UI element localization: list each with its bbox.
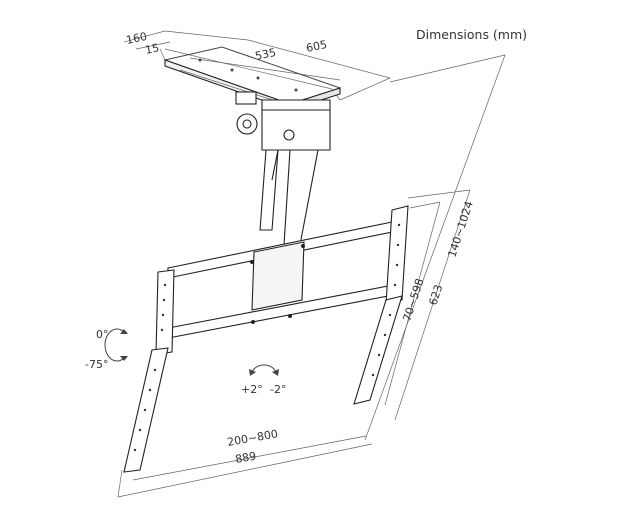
tv-bracket [123, 205, 409, 473]
label-bracket-width: 889 [234, 450, 257, 466]
label-plate-inner: 535 [254, 46, 277, 63]
ceiling-plate-dimensions [123, 30, 391, 101]
label-level-left: +2° [241, 383, 263, 396]
label-vesa-horizontal: 200~800 [226, 427, 279, 449]
height-dimensions [364, 54, 506, 441]
label-plate-offset: 15 [144, 41, 160, 57]
motor-housing [235, 91, 331, 151]
telescopic-column [259, 149, 319, 246]
tilt-rotation-arrow-icon [104, 328, 128, 362]
width-dimensions [117, 435, 373, 498]
label-plate-depth: 160 [125, 30, 148, 47]
label-level-right: -2° [270, 383, 286, 396]
label-tilt-bottom: -75° [85, 358, 108, 371]
label-vesa-vertical: 70~598 [400, 277, 426, 323]
diagram-title: Dimensions (mm) [416, 27, 527, 42]
level-rotation-arrow-icon [249, 364, 279, 376]
label-tilt-top: 0° [96, 328, 109, 341]
label-height-range: 140~1024 [445, 200, 475, 259]
label-bracket-height: 623 [426, 283, 445, 307]
label-plate-length: 605 [305, 38, 328, 55]
